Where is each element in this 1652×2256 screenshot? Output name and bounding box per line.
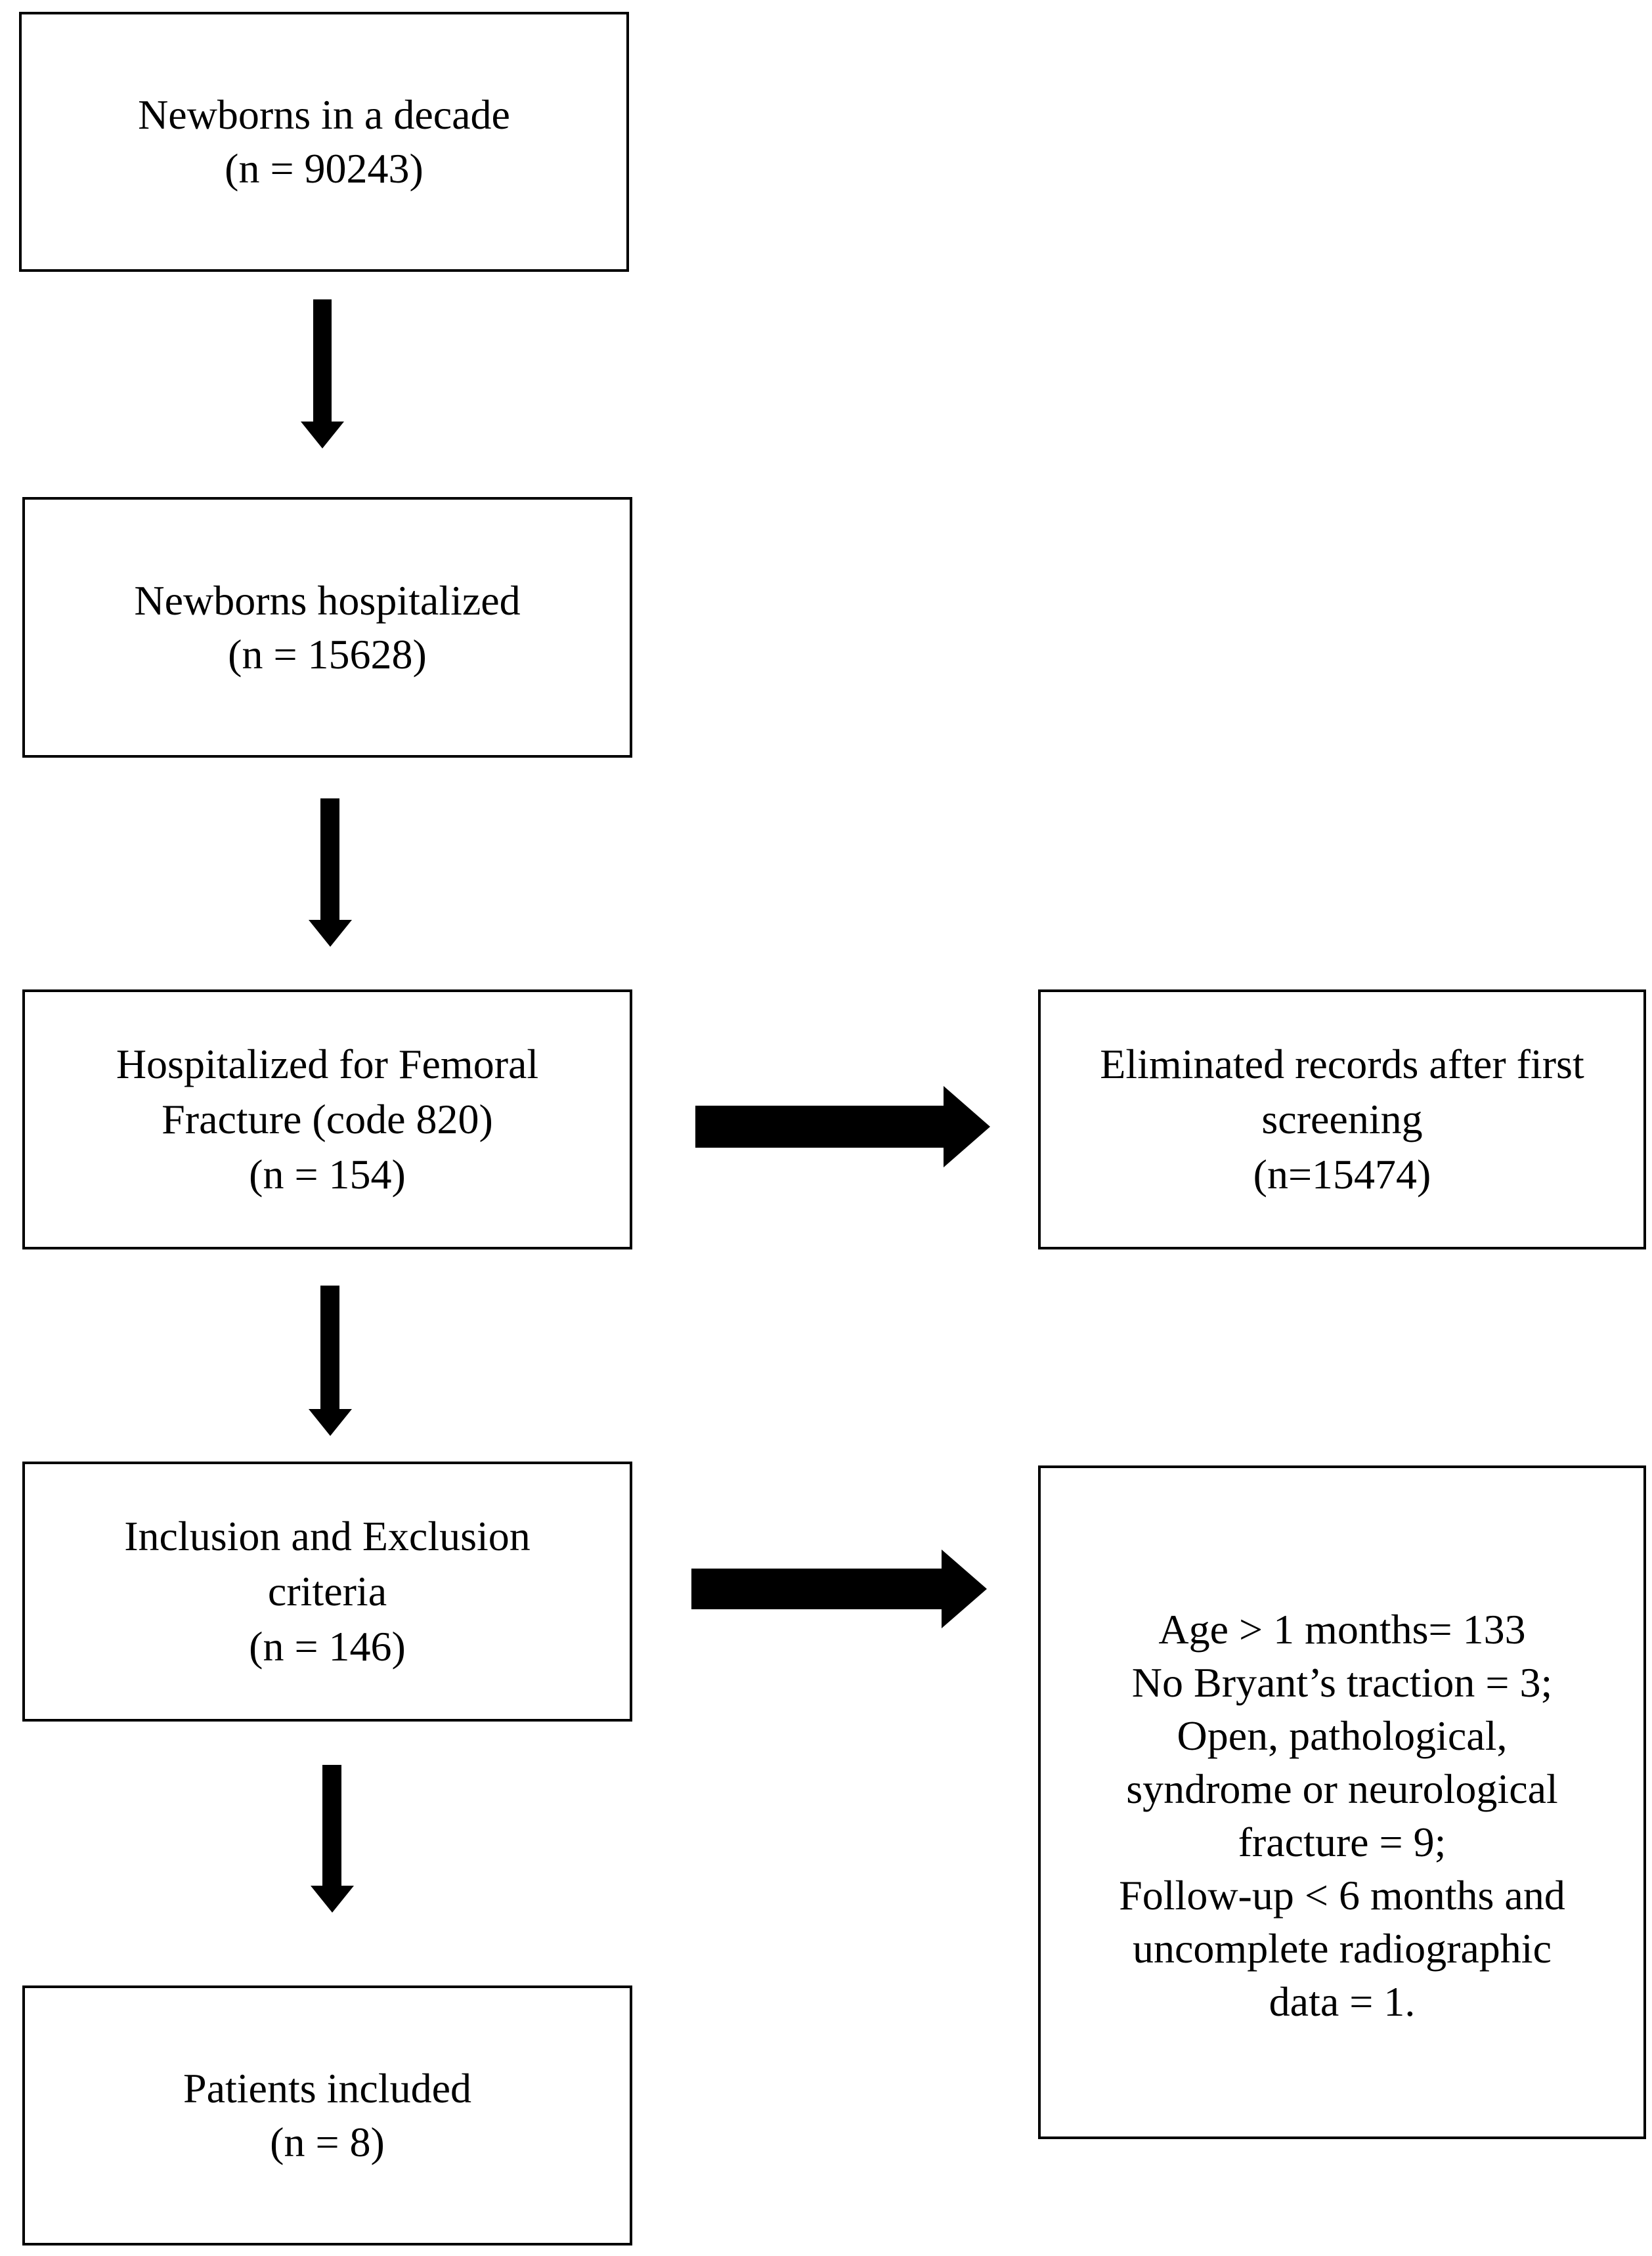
inclusion-exclusion-line1: Inclusion and Exclusion [124,1513,531,1559]
newborns-hospitalized-title: Newborns hospitalized [134,576,521,624]
femoral-fracture-count: (n = 154) [249,1151,406,1198]
exclusion-reason-line: Open, pathological, [1177,1712,1508,1759]
eliminated-records-line2: screening [1261,1096,1423,1142]
exclusion-reason-line: data = 1. [1269,1978,1416,2025]
patients-included-title: Patients included [183,2065,472,2112]
femoral-fracture-line2: Fracture (code 820) [162,1096,493,1142]
exclusion-reason-line: syndrome or neurological [1126,1766,1558,1812]
inclusion-exclusion-count: (n = 146) [249,1623,406,1670]
exclusion-reasons-box: Age > 1 months= 133 No Bryant’s traction… [1038,1465,1646,2139]
eliminated-records-box: Eliminated records after first screening… [1038,989,1646,1249]
inclusion-exclusion-box: Inclusion and Exclusion criteria (n = 14… [22,1462,632,1722]
patients-included-count: (n = 8) [270,2119,385,2165]
eliminated-records-count: (n=15474) [1253,1151,1431,1198]
newborns-hospitalized-count: (n = 15628) [228,630,427,678]
down-arrow-3 [309,1286,352,1436]
exclusion-reason-line: Age > 1 months= 133 [1158,1606,1526,1653]
down-arrow-4 [311,1765,354,1913]
newborns-decade-title: Newborns in a decade [138,91,510,138]
exclusion-reason-line: fracture = 9; [1238,1819,1446,1865]
exclusion-reason-line: uncomplete radiographic [1133,1925,1552,1972]
inclusion-exclusion-line2: criteria [267,1568,387,1615]
exclusion-reason-line: No Bryant’s traction = 3; [1131,1659,1553,1706]
patients-included-box: Patients included (n = 8) [22,1985,632,2245]
femoral-fracture-line1: Hospitalized for Femoral [116,1041,539,1087]
right-arrow-1 [695,1086,990,1167]
newborns-decade-box: Newborns in a decade (n = 90243) [19,12,629,272]
down-arrow-2 [309,798,352,947]
exclusion-reason-line: Follow-up < 6 months and [1119,1872,1565,1919]
down-arrow-1 [301,299,344,448]
newborns-hospitalized-box: Newborns hospitalized (n = 15628) [22,497,632,758]
newborns-decade-count: (n = 90243) [225,145,424,192]
right-arrow-2 [691,1550,987,1628]
femoral-fracture-box: Hospitalized for Femoral Fracture (code … [22,989,632,1249]
eliminated-records-line1: Eliminated records after first [1100,1041,1584,1087]
